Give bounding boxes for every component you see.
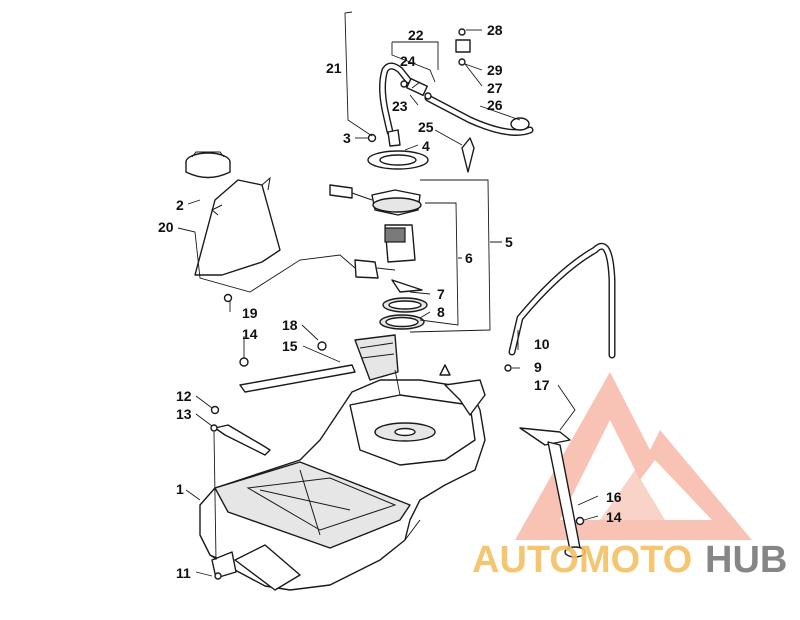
callout-9: 9 (534, 359, 542, 375)
callout-21: 21 (326, 60, 342, 76)
callout-18: 18 (282, 317, 298, 333)
callout-26: 26 (487, 97, 503, 113)
callout-16: 16 (606, 489, 622, 505)
callout-29: 29 (487, 62, 503, 78)
callout-23: 23 (392, 98, 408, 114)
callout-24: 24 (400, 53, 416, 69)
watermark-word-1: AUTOMOTO (472, 539, 692, 581)
watermark-text: AUTOMOTO HUB (472, 539, 787, 581)
callout-15: 15 (282, 338, 298, 354)
callout-20: 20 (158, 219, 174, 235)
callout-17: 17 (534, 377, 550, 393)
callout-labels: 1 2 3 4 5 6 7 8 9 10 11 12 13 14 14 15 1… (158, 22, 622, 581)
callout-22: 22 (408, 27, 424, 43)
callout-19: 19 (242, 305, 258, 321)
fuel-tank (199, 364, 486, 591)
tank-strap (519, 427, 586, 558)
leader-lines (177, 11, 599, 577)
vent-hose (508, 242, 616, 359)
callout-11: 11 (176, 565, 191, 581)
callout-10: 10 (534, 336, 550, 352)
fuel-pump-assembly (329, 150, 429, 381)
callout-7: 7 (437, 286, 445, 302)
callout-28: 28 (487, 22, 503, 38)
callout-14-lower: 14 (606, 509, 622, 525)
watermark-logo (515, 372, 752, 540)
callout-5: 5 (505, 234, 513, 250)
hardware (210, 28, 585, 580)
callout-4: 4 (422, 138, 430, 154)
callout-12: 12 (176, 388, 192, 404)
fuel-shield (194, 176, 281, 276)
callout-14-upper: 14 (242, 326, 258, 342)
callout-27: 27 (487, 80, 503, 96)
callout-2: 2 (176, 197, 184, 213)
callout-6: 6 (465, 250, 473, 266)
fuel-lines (379, 62, 534, 147)
support-bracket (214, 364, 356, 456)
watermark-word-2: HUB (705, 539, 787, 581)
callout-25: 25 (418, 119, 434, 135)
filler-cap (185, 151, 231, 179)
callout-3: 3 (343, 130, 351, 146)
callout-8: 8 (437, 304, 445, 320)
callout-1: 1 (176, 481, 184, 497)
callout-13: 13 (176, 406, 192, 422)
